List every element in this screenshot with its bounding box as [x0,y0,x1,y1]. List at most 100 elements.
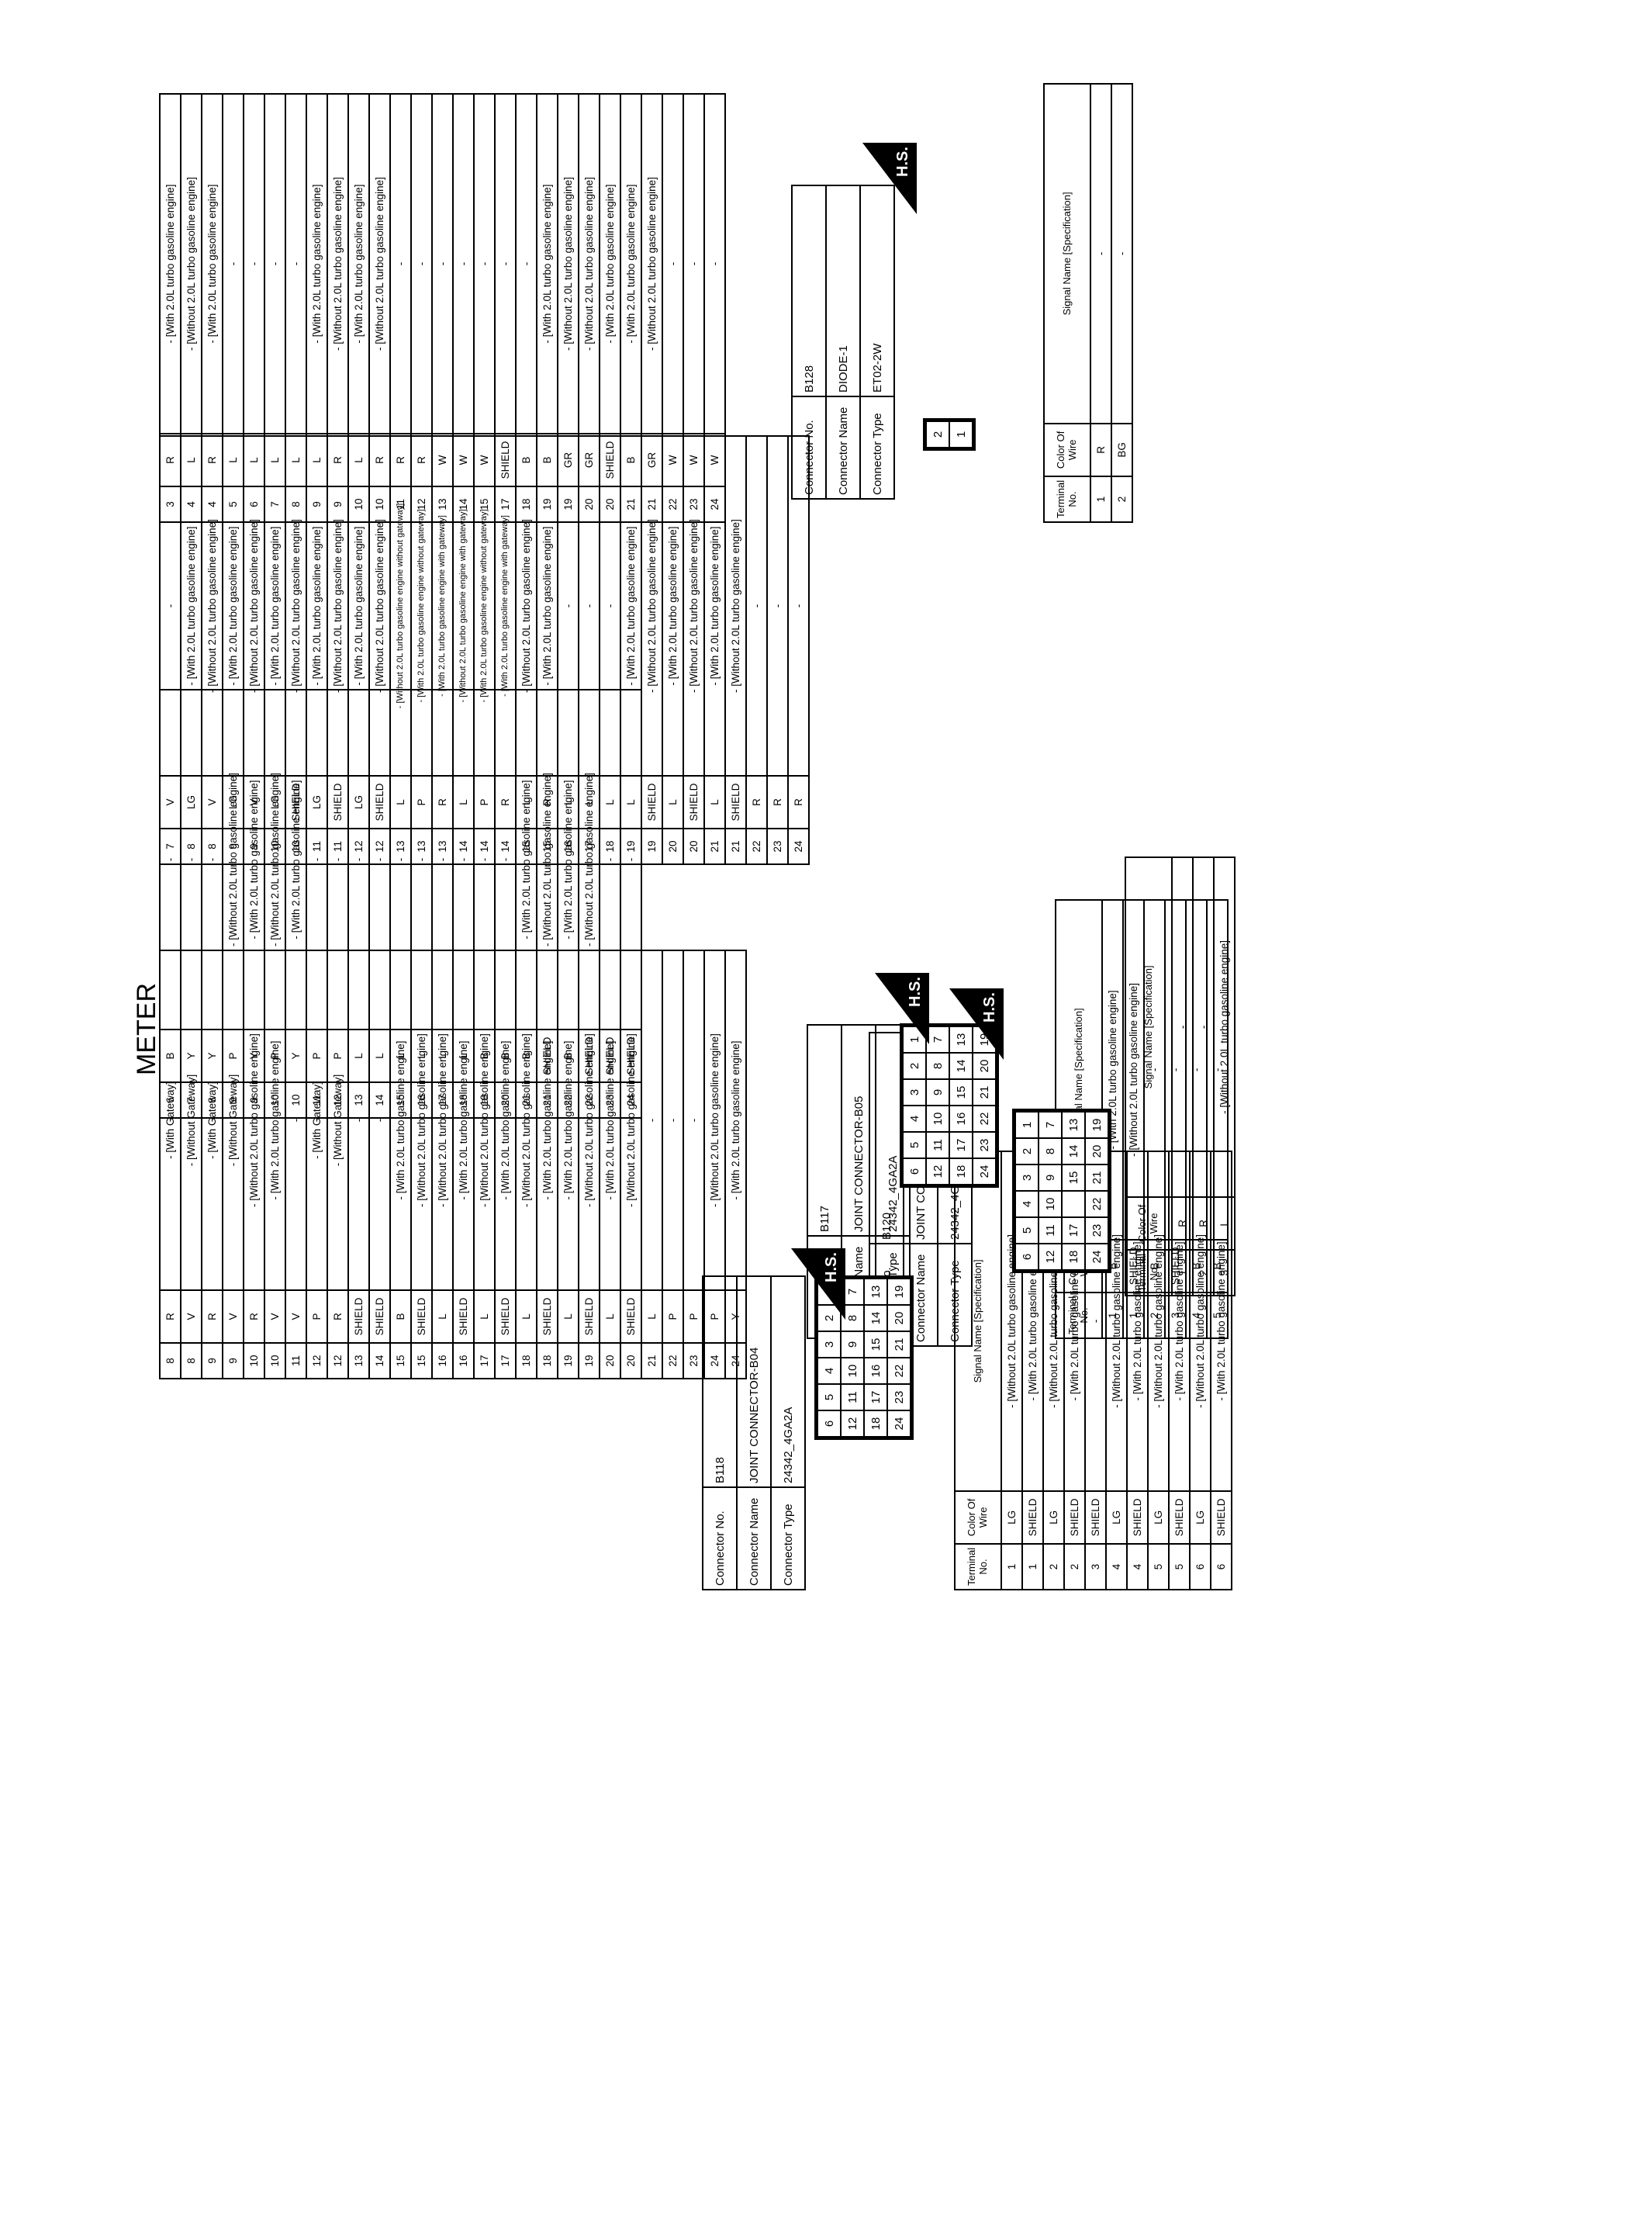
color-cell: W [474,434,495,486]
header-terminal: Terminal No. [1044,476,1090,522]
terminal-cell: 21 [516,1082,537,1118]
terminal-cell: 17 [474,1343,495,1379]
color-cell: R [244,1290,264,1343]
hs-icon: H.S. [862,143,917,214]
terminal-cell: 9 [306,486,327,522]
color-cell: SHIELD [537,1290,558,1343]
color-cell: L [369,1030,390,1082]
color-cell: R [432,776,453,829]
color-cell: P [327,1030,348,1082]
terminal-cell: 11 [306,829,327,864]
terminal-cell: 9 [223,829,244,864]
terminal-cell: 14 [369,1082,390,1118]
terminal-cell: 17 [579,829,600,864]
terminal-cell: 4 [1127,1543,1148,1590]
pin-number: 10 [926,1106,949,1132]
signal-cell: - [223,94,244,434]
pin-number: 14 [1062,1138,1085,1164]
signal-cell: - [244,94,264,434]
terminal-cell: 1 [1090,476,1111,522]
terminal-cell: 11 [306,1082,327,1118]
terminal-cell: 10 [264,1082,285,1118]
color-cell: L [432,1030,453,1082]
header-signal: Signal Name [Specification] [955,1151,1001,1491]
color-cell: SHIELD [641,776,662,829]
pin-number: 21 [887,1331,911,1358]
terminal-cell: 9 [223,1082,244,1118]
color-cell: Y [244,1030,264,1082]
pin-number: 24 [973,1158,996,1185]
pin-number: 4 [1015,1191,1039,1217]
color-cell: SHIELD [620,1290,641,1343]
signal-cell: - [683,94,704,434]
color-cell: BG [1111,423,1132,476]
terminal-cell: 17 [495,1343,516,1379]
terminal-cell: 17 [432,1082,453,1118]
color-cell: V [181,1290,202,1343]
pin-number: 6 [903,1158,926,1185]
connector-type-label: Connector Type [771,1487,805,1590]
color-cell: SHIELD [579,1290,600,1343]
header-terminal: Terminal No. [955,1543,1001,1590]
color-cell: SHIELD [1022,1490,1043,1544]
color-cell: R [1090,423,1111,476]
terminal-cell: 20 [600,1343,620,1379]
pin-number: 1 [949,421,973,448]
header-color: Color Of Wire [955,1490,1001,1544]
color-cell: LG [1106,1490,1127,1544]
color-cell: SHIELD [1064,1490,1085,1544]
terminal-cell: 9 [244,829,264,864]
pin-number: 22 [1085,1191,1108,1217]
terminal-cell: 14 [369,1343,390,1379]
terminal-cell: 20 [683,829,704,864]
hs-text: H.S. [981,992,998,1023]
terminal-cell: 14 [495,829,516,864]
color-cell: L [620,776,641,829]
pin-number: 15 [864,1331,887,1358]
color-cell: R [369,434,390,486]
connector-name-label: Connector Name [826,396,860,499]
hs-icon: H.S. [949,988,1004,1060]
pin-number: 5 [817,1384,841,1410]
terminal-cell: 4 [202,486,223,522]
color-cell: R [495,776,516,829]
color-cell: R [537,776,558,829]
pin-number [1062,1191,1085,1217]
terminal-cell: 9 [327,486,348,522]
terminal-cell: 20 [600,486,620,522]
terminal-cell: 6 [1190,1543,1211,1590]
terminal-cell: 18 [516,1343,537,1379]
color-cell: V [264,1290,285,1343]
signal-cell: - [Without 2.0L turbo gasoline engine] [1214,856,1235,1197]
terminal-cell: 12 [327,1343,348,1379]
color-cell: LG [1043,1490,1064,1544]
terminal-cell: 13 [411,829,432,864]
color-cell: R [1193,1196,1214,1250]
color-cell: L [285,434,306,486]
color-cell: B [495,1030,516,1082]
pin-number: 22 [973,1106,996,1132]
color-cell: LG [181,776,202,829]
terminal-cell: 22 [662,1343,683,1379]
pin-number: 22 [887,1358,911,1384]
header-color: Color Of Wire [1125,1196,1172,1250]
pin-number: 5 [1015,1217,1039,1244]
header-signal: Signal Name [Specification] [1125,856,1172,1197]
pin-number: 15 [949,1079,973,1106]
